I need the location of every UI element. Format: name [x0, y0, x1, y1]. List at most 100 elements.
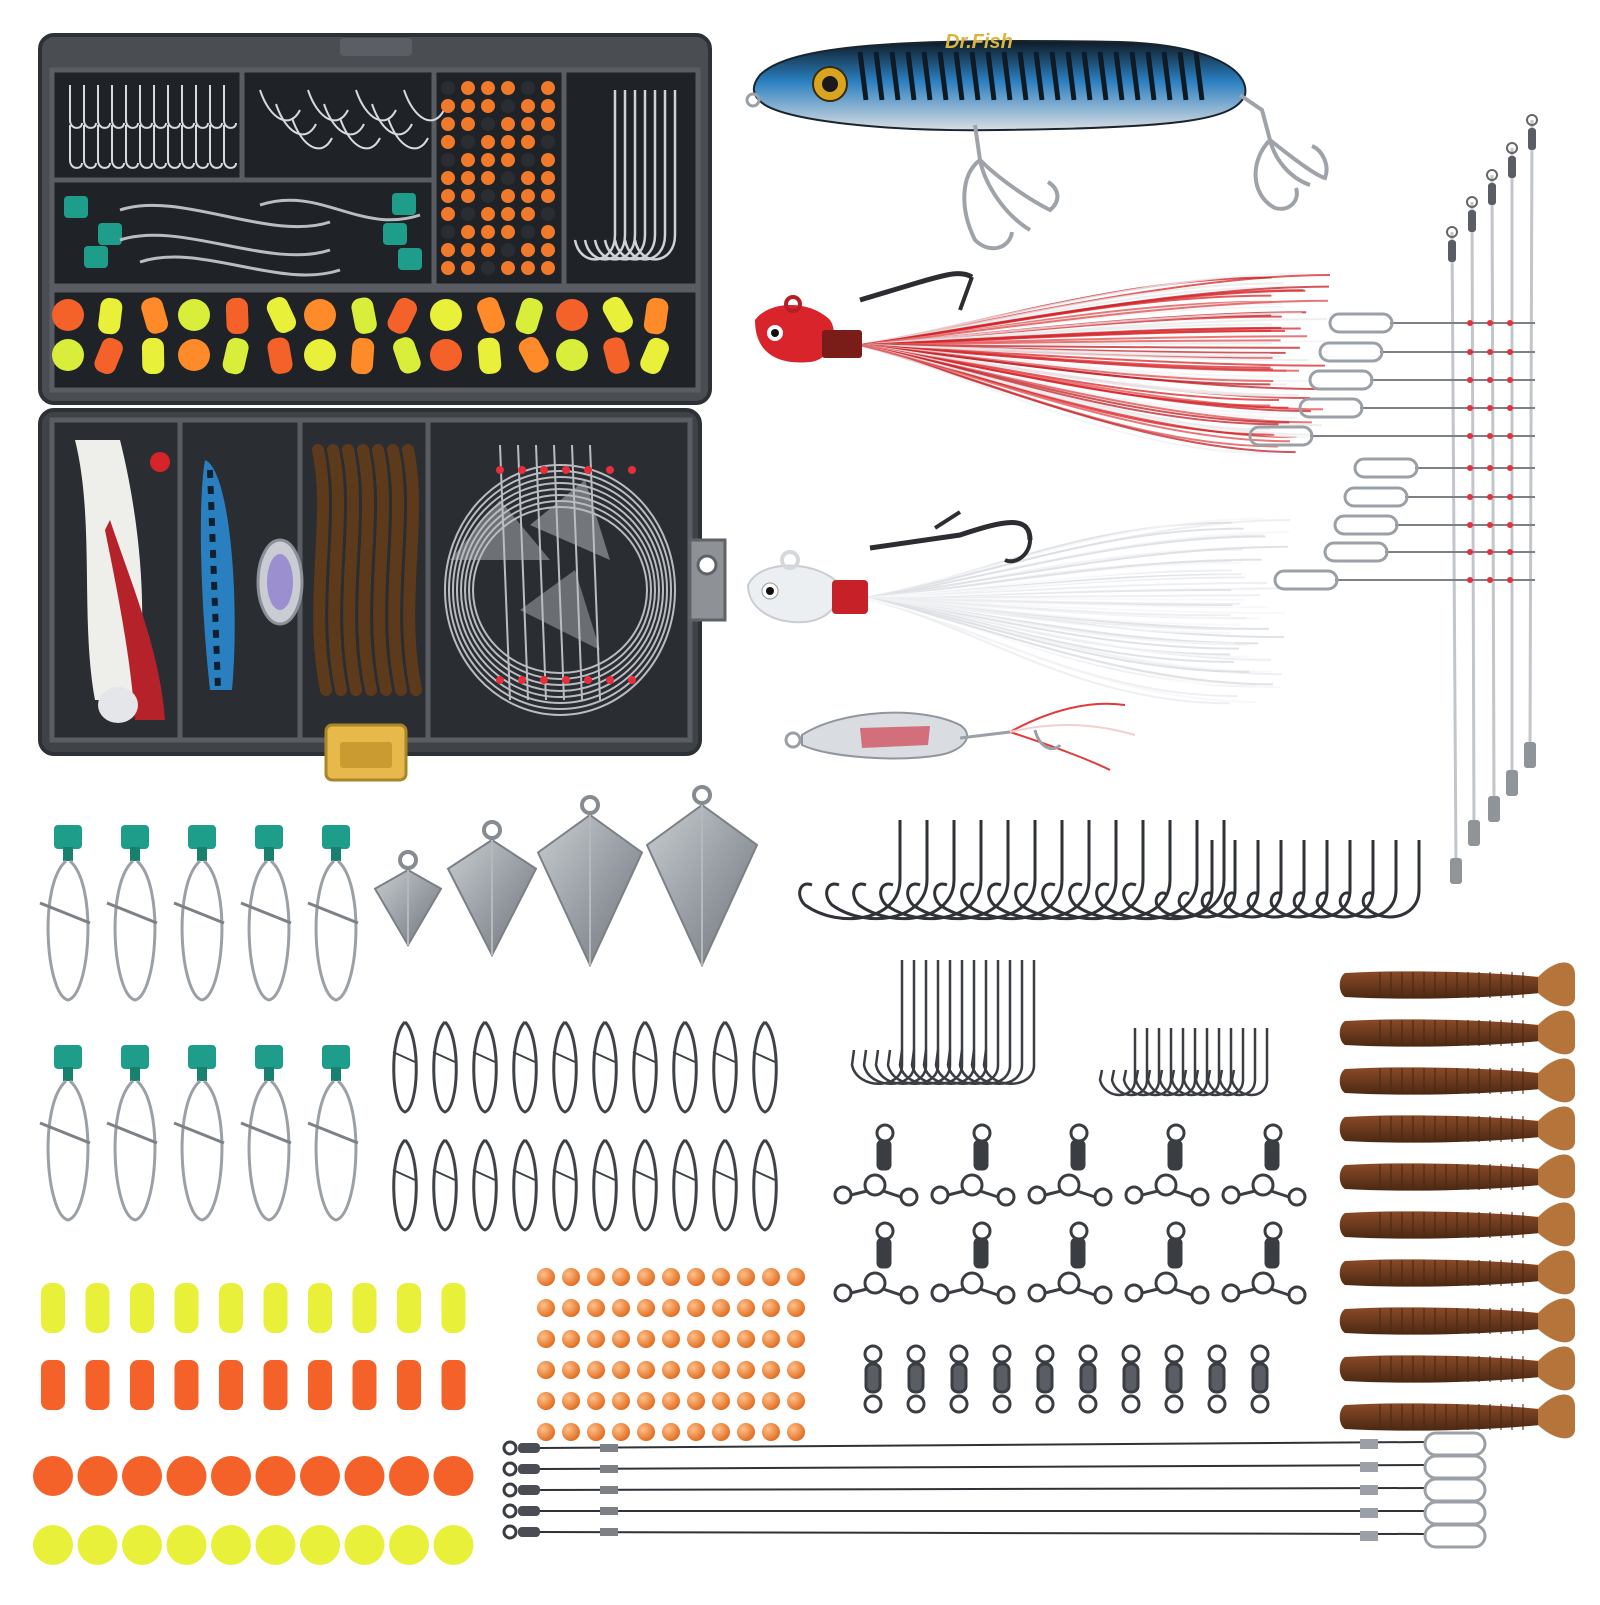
foam-float-yellow	[41, 1283, 65, 1333]
box-bead	[541, 135, 555, 149]
box-float	[643, 297, 669, 335]
box-red-bead	[518, 466, 526, 474]
rig-swivel	[1466, 196, 1478, 208]
wire-leader	[502, 1523, 1487, 1549]
box-red-bead	[606, 676, 614, 684]
paddle-tail-worm	[1339, 1202, 1575, 1247]
foam-float-yellow	[308, 1283, 332, 1333]
circle-hook	[1154, 840, 1214, 919]
round-bead	[587, 1330, 605, 1348]
box-float	[556, 299, 588, 331]
duo-lock-snap	[712, 1138, 738, 1232]
rig-bead	[1467, 549, 1473, 555]
box-snap-wire	[259, 198, 421, 222]
paddle-tail-worm	[1339, 1058, 1575, 1103]
round-bead	[562, 1423, 580, 1441]
rig-bead	[1467, 377, 1473, 383]
round-bead	[637, 1361, 655, 1379]
duo-lock-snap	[392, 1138, 418, 1232]
box-bead	[441, 81, 455, 95]
box-small-hook	[125, 125, 139, 169]
foam-ball-yellow	[122, 1525, 162, 1565]
box-bead	[501, 243, 515, 257]
round-bead	[537, 1299, 555, 1317]
rig-swivel	[1446, 226, 1458, 238]
tackle-box	[38, 33, 727, 782]
circle-hook	[1361, 840, 1421, 919]
round-bead	[587, 1361, 605, 1379]
foam-float-yellow	[352, 1283, 377, 1333]
box-snap-cap	[64, 196, 88, 218]
box-worm	[327, 444, 347, 696]
box-bead	[461, 81, 475, 95]
box-small-hook	[125, 85, 139, 129]
rig-bead	[1507, 349, 1513, 355]
paddle-tail-worm	[1339, 1346, 1575, 1391]
box-float	[304, 299, 336, 331]
foam-ball-orange	[255, 1456, 296, 1496]
j-hook	[1218, 1028, 1257, 1097]
round-beads	[537, 1268, 805, 1441]
round-bead	[637, 1423, 655, 1441]
rig-arm-snap	[1248, 425, 1314, 447]
box-float	[556, 339, 588, 371]
foam-ball-yellow	[211, 1525, 251, 1565]
box-snap-cap	[398, 248, 422, 270]
j-hook	[1230, 1028, 1269, 1097]
foam-ball-orange	[77, 1456, 118, 1496]
paddle-tail-worm	[1339, 962, 1575, 1007]
box-wire-strand	[571, 444, 583, 701]
box-small-hook	[209, 125, 223, 169]
box-bead	[541, 153, 555, 167]
round-bead	[787, 1330, 805, 1348]
foam-ball-yellow	[33, 1525, 73, 1565]
round-bead	[737, 1330, 755, 1348]
box-wire-loop	[460, 488, 660, 692]
box-bead	[461, 225, 475, 239]
box-small-hook	[153, 125, 167, 169]
box-snap-wire	[139, 255, 341, 277]
box-float	[94, 337, 123, 375]
circle-hook	[1122, 820, 1226, 921]
box-float	[266, 297, 297, 334]
box-float	[477, 297, 505, 334]
barrel-swivel	[1207, 1344, 1227, 1414]
box-worm	[387, 444, 407, 696]
round-bead	[612, 1361, 630, 1379]
j-hook	[946, 960, 1000, 1085]
j-hook	[958, 960, 1012, 1085]
box-bead	[541, 171, 555, 185]
rig-bead	[1507, 320, 1513, 326]
foam-float-yellow	[174, 1283, 199, 1333]
box-float	[304, 339, 336, 371]
round-bead	[537, 1268, 555, 1286]
round-bead	[587, 1392, 605, 1410]
box-wire-loop	[452, 476, 668, 704]
spoon-lure	[784, 702, 1136, 771]
box-bead	[481, 99, 495, 113]
box-wire-strand	[535, 444, 547, 701]
box-bead	[521, 225, 535, 239]
box-bead	[481, 207, 495, 221]
barrel-swivel	[1164, 1344, 1184, 1414]
box-small-hook	[275, 103, 317, 136]
three-way-swivel	[1124, 1221, 1210, 1305]
box-small-hook	[97, 85, 111, 129]
box-small-hook	[387, 117, 429, 150]
box-float	[430, 299, 462, 331]
box-wire-loop	[456, 482, 664, 698]
box-small-hook	[223, 85, 237, 129]
round-bead	[587, 1423, 605, 1441]
box-bucktail-jig	[75, 440, 170, 723]
box-small-hook	[323, 103, 365, 136]
duo-lock-snap	[672, 1020, 698, 1114]
round-bead	[687, 1392, 705, 1410]
box-float	[52, 299, 84, 331]
box-small-hook	[195, 125, 209, 169]
rig-swivel-barrel	[1448, 240, 1456, 262]
rig-swivel-barrel	[1488, 183, 1496, 205]
box-small-hook	[291, 117, 333, 150]
foam-ball-orange	[122, 1456, 162, 1496]
foam-float-orange	[263, 1360, 288, 1410]
duo-lock-snap	[472, 1138, 498, 1232]
